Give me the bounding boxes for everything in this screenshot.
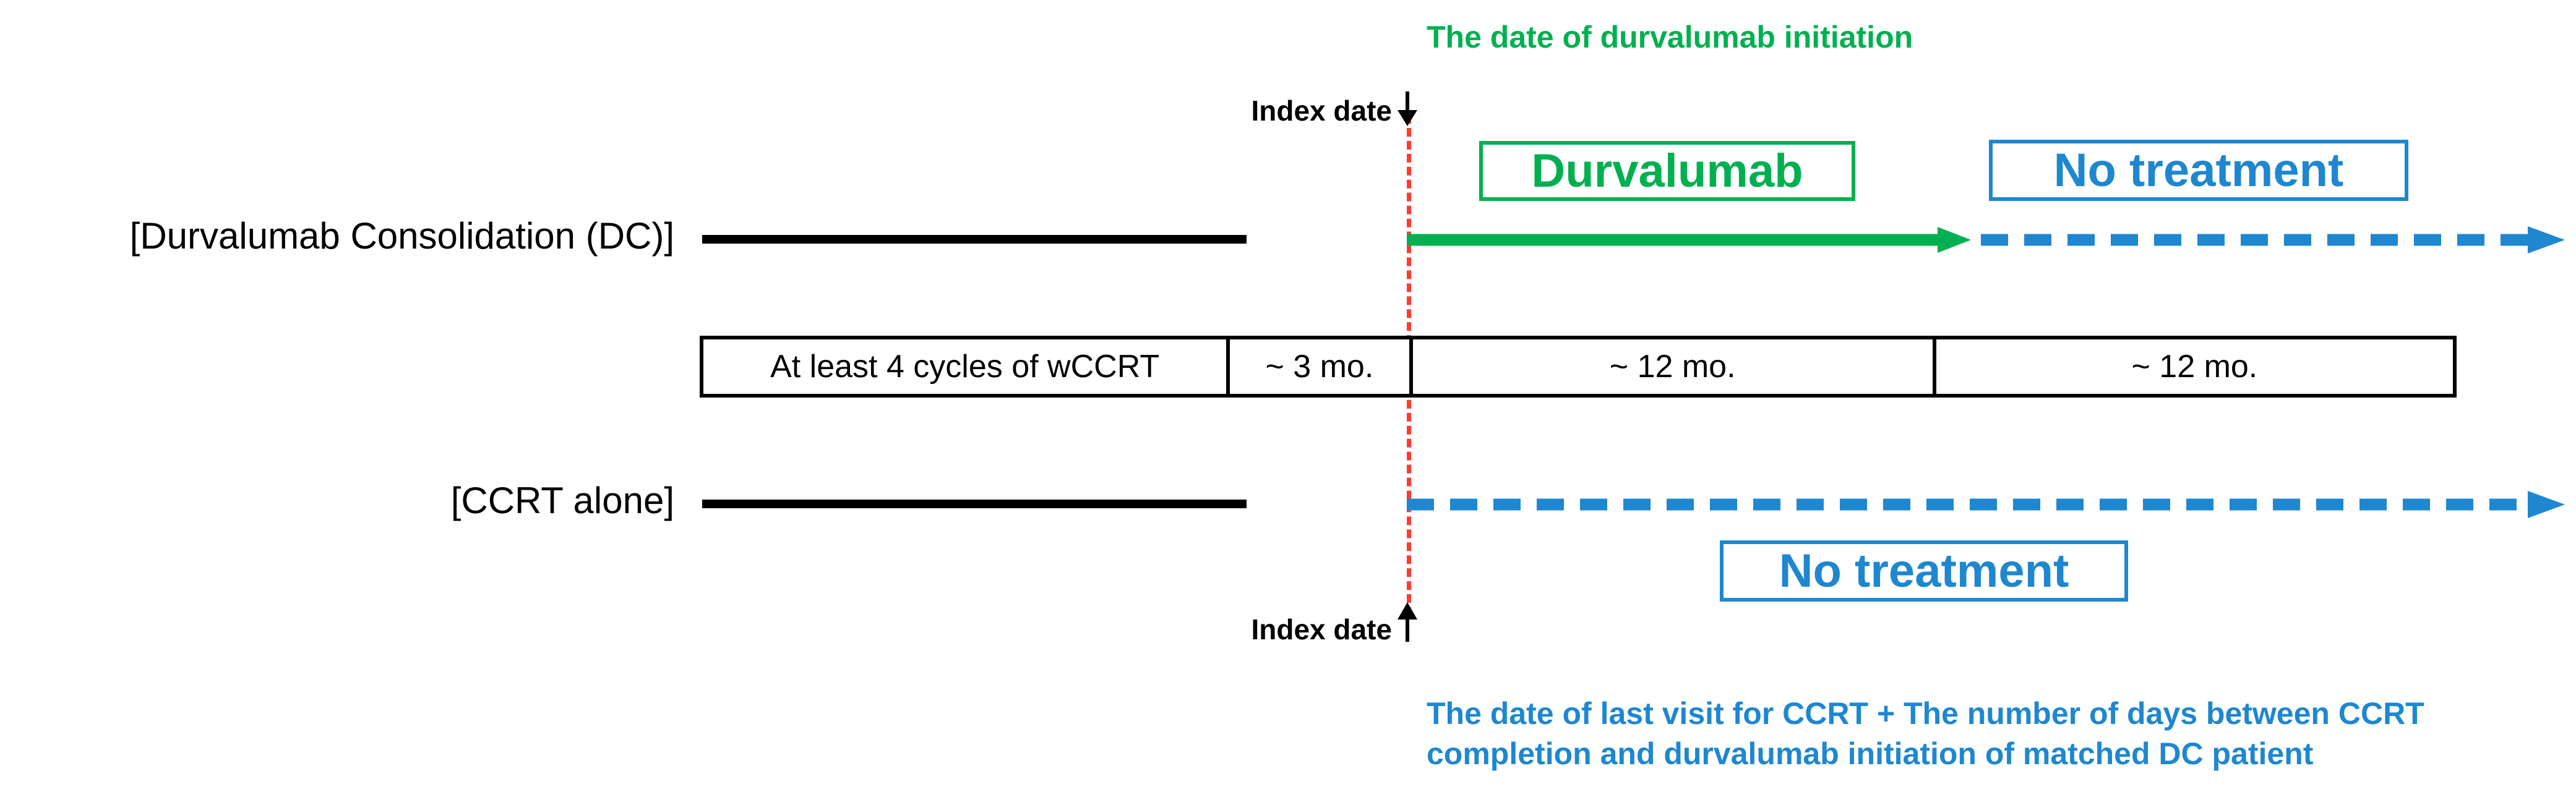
ccrt-index-definition-line2: completion and durvalumab initiation of … [1427, 736, 2314, 771]
callout-dc-no-treatment: No treatment [1989, 140, 2408, 201]
ccrt-index-definition-line1: The date of last visit for CCRT + The nu… [1427, 696, 2424, 731]
callout-durvalumab-label: Durvalumab [1531, 144, 1803, 197]
schedule-cell-3mo: ~ 3 mo. [1230, 339, 1413, 394]
schedule-cell-wccrt: At least 4 cycles of wCCRT [703, 339, 1230, 394]
index-date-top-label: Index date [1251, 95, 1392, 127]
arm-label-durvalumab-consolidation: [Durvalumab Consolidation (DC)] [129, 215, 674, 257]
durvalumab-initiation-note: The date of durvalumab initiation [1427, 20, 1913, 54]
schedule-cell-12mo-followup: ~ 12 mo. [1936, 339, 2453, 394]
index-date-up-arrow-icon [1394, 601, 1421, 642]
index-date-bottom-label: Index date [1251, 613, 1392, 645]
schedule-cell-12mo-durvalumab: ~ 12 mo. [1412, 339, 1936, 394]
callout-ccrt-no-treatment: No treatment [1720, 540, 2128, 602]
ccrt-timeline-arrow [1407, 488, 2570, 521]
ccrt-pre-index-line [702, 500, 1247, 508]
dc-pre-index-line [702, 235, 1247, 244]
schedule-table: At least 4 cycles of wCCRT ~ 3 mo. ~ 12 … [700, 336, 2457, 398]
callout-ccrt-no-treatment-label: No treatment [1779, 544, 2069, 597]
index-date-down-arrow-icon [1394, 92, 1421, 126]
arm-label-ccrt-alone: [CCRT alone] [450, 480, 674, 521]
ccrt-index-definition: The date of last visit for CCRT + The nu… [1427, 694, 2565, 774]
callout-dc-no-treatment-label: No treatment [2053, 143, 2344, 197]
dc-timeline-arrows [1407, 224, 2570, 256]
callout-durvalumab: Durvalumab [1479, 141, 1855, 201]
